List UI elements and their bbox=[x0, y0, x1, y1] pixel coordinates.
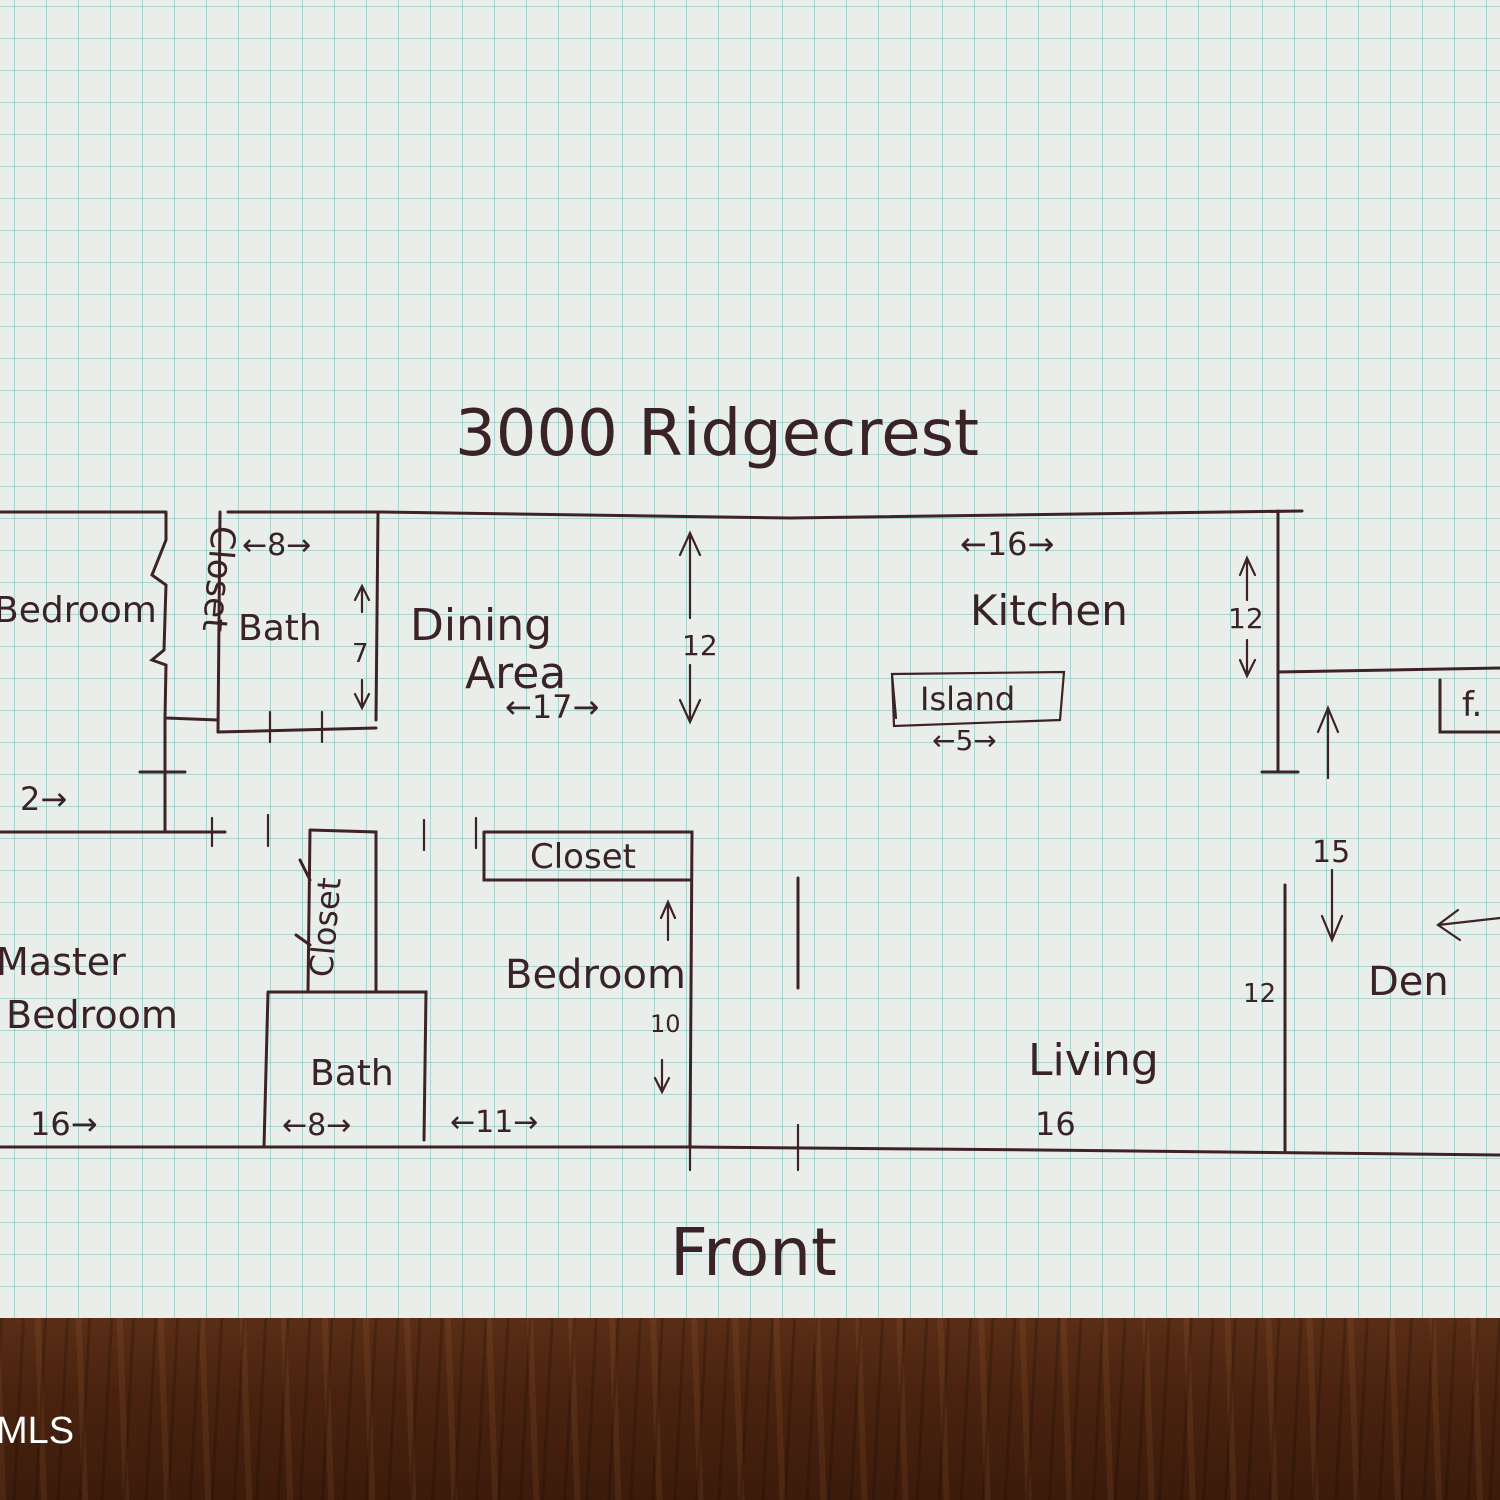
bath-top-width: ←8→ bbox=[242, 528, 311, 563]
bedroom-mid-depth: 10 bbox=[650, 1010, 681, 1038]
kitchen-right-wall bbox=[1260, 509, 1500, 774]
kitchen-label: Kitchen bbox=[970, 586, 1128, 635]
bath-top-ticks bbox=[268, 710, 324, 744]
bath-top-walls bbox=[216, 510, 380, 734]
kitchen-width: ←16→ bbox=[960, 525, 1054, 563]
dining-label: Dining bbox=[410, 600, 552, 651]
den-width-arrow bbox=[1436, 908, 1500, 942]
den-depth: 15 bbox=[1312, 835, 1350, 870]
island-box bbox=[890, 670, 1066, 728]
dining-area-label: Area bbox=[465, 648, 566, 699]
wood-table bbox=[0, 1318, 1500, 1500]
bath-bottom-label: Bath bbox=[310, 1053, 394, 1094]
mls-watermark: MLS bbox=[0, 1410, 75, 1452]
plan-title: 3000 Ridgecrest bbox=[455, 397, 979, 471]
bedroom-mid-depth-arrow bbox=[653, 899, 677, 1095]
bath-bottom-width: ←8→ bbox=[282, 1108, 351, 1143]
bath-bottom-walls bbox=[262, 990, 428, 1149]
bedroom-top-left-width: 2→ bbox=[20, 780, 67, 818]
dining-depth: 12 bbox=[682, 629, 718, 662]
dining-width: ←17→ bbox=[505, 688, 599, 726]
bedroom-mid-ticks bbox=[688, 1123, 800, 1172]
closet-top-left-label: Closet bbox=[194, 524, 243, 633]
bedroom-top-left-label: Bedroom bbox=[0, 590, 157, 631]
master-bedroom-line2: Bedroom bbox=[6, 993, 178, 1037]
living-label: Living bbox=[1028, 1035, 1159, 1086]
bath-top-depth: 7 bbox=[352, 639, 369, 669]
hall-ticks bbox=[210, 813, 478, 852]
bedroom-mid-label: Bedroom bbox=[505, 952, 686, 998]
master-bedroom-line1: Master bbox=[0, 940, 126, 984]
island-label: Island bbox=[920, 680, 1015, 718]
den-width: 12 bbox=[1243, 979, 1276, 1009]
master-width: 16→ bbox=[30, 1105, 98, 1143]
closet-master-walls bbox=[294, 828, 378, 994]
den-depth-arrow bbox=[1316, 705, 1344, 943]
fireplace-label: f. bbox=[1462, 685, 1482, 725]
bath-top-label: Bath bbox=[238, 608, 322, 649]
front-label: Front bbox=[670, 1214, 837, 1291]
front-wall bbox=[0, 1145, 1500, 1157]
closet-master-label: Closet bbox=[302, 876, 349, 979]
top-wall bbox=[0, 509, 1304, 520]
island-width: ←5→ bbox=[932, 724, 997, 757]
graph-paper bbox=[0, 0, 1500, 1318]
bedroom-mid-width: ←11→ bbox=[450, 1105, 538, 1140]
kitchen-depth-arrow bbox=[1238, 555, 1257, 679]
hall-left-wall bbox=[0, 716, 227, 834]
closet-bedroom-walls bbox=[482, 830, 694, 1149]
fireplace-box bbox=[1438, 678, 1500, 734]
kitchen-depth: 12 bbox=[1228, 602, 1264, 635]
bath-top-depth-arrow bbox=[353, 583, 371, 711]
dining-depth-arrow bbox=[678, 530, 702, 725]
closet-bedroom-label: Closet bbox=[530, 837, 636, 877]
closet-top-left-walls bbox=[149, 510, 222, 734]
den-label: Den bbox=[1368, 959, 1449, 1005]
living-width: 16 bbox=[1035, 1105, 1076, 1143]
